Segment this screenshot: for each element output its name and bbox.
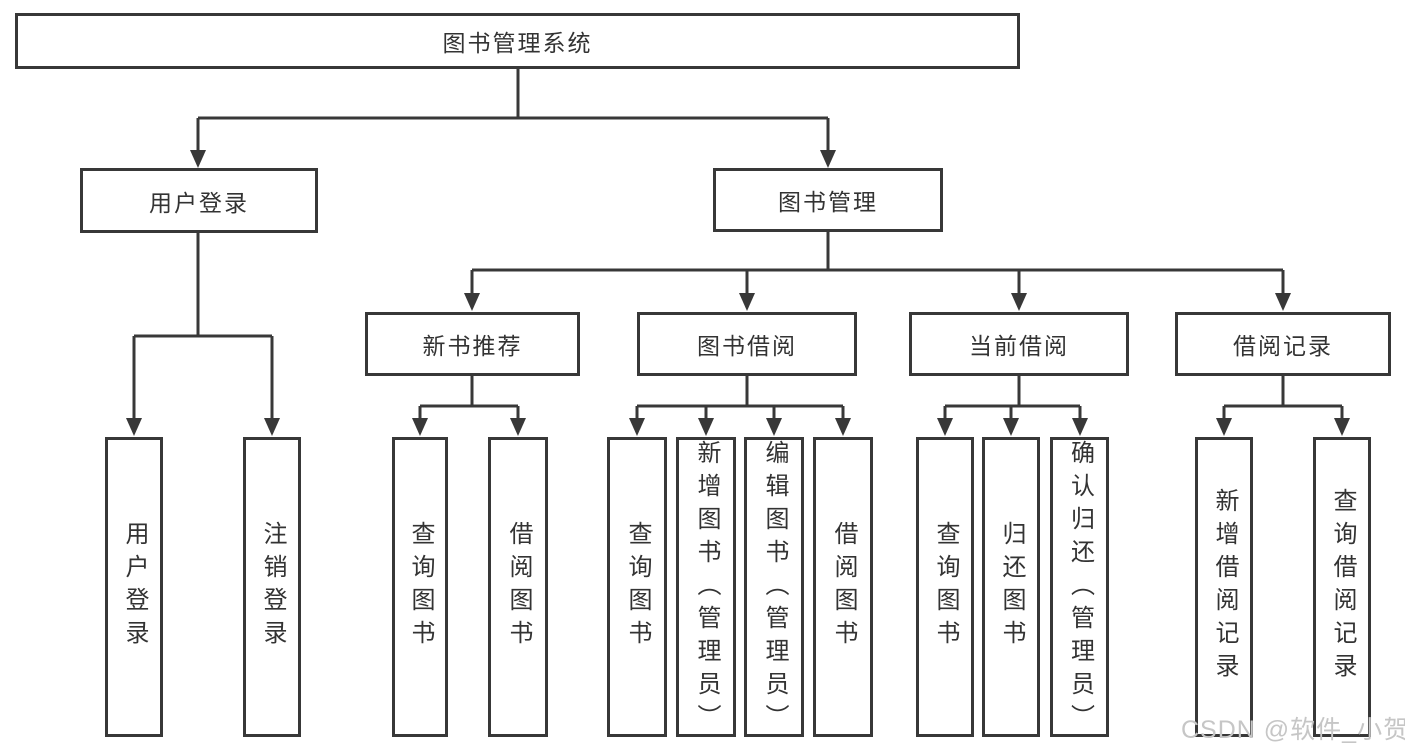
node-user-login: 用户登录 [80, 168, 318, 233]
node-book-management: 图书管理 [713, 168, 943, 232]
node-current-borrowing: 当前借阅 [909, 312, 1129, 376]
connector-root [196, 69, 830, 151]
node-label: 借阅图书 [830, 521, 857, 653]
node-add-borrow-record: 新增借阅记录 [1195, 437, 1253, 737]
connector-borrow-records [1222, 376, 1344, 419]
node-label: 归还图书 [998, 521, 1025, 653]
connector-user-login [132, 233, 274, 419]
node-query-borrow-record: 查询借阅记录 [1313, 437, 1371, 737]
node-label: 查询图书 [932, 521, 959, 653]
node-edit-book-admin: 编辑图书（管理员） [744, 437, 804, 737]
node-query-books-borrowing: 查询图书 [607, 437, 667, 737]
node-add-book-admin: 新增图书（管理员） [676, 437, 736, 737]
node-borrow-books-recommend: 借阅图书 [488, 437, 548, 737]
node-label: 借阅图书 [505, 521, 532, 653]
node-user-login-action: 用户登录 [105, 437, 163, 737]
node-label: 确认归还（管理员） [1066, 440, 1094, 737]
node-borrow-records: 借阅记录 [1175, 312, 1391, 376]
node-borrow-books-borrowing: 借阅图书 [813, 437, 873, 737]
connector-current-borrowing [943, 376, 1082, 419]
node-query-books-current: 查询图书 [916, 437, 974, 737]
node-label: 新增借阅记录 [1211, 488, 1238, 686]
node-return-book: 归还图书 [982, 437, 1040, 737]
node-book-borrowing: 图书借阅 [637, 312, 857, 376]
csdn-watermark: CSDN @软件_小贺同学 [1181, 716, 1405, 744]
node-label: 新增图书（管理员） [693, 440, 720, 737]
node-new-book-recommend: 新书推荐 [365, 312, 580, 376]
connector-new-book-recommend [418, 376, 520, 419]
node-library-system: 图书管理系统 [15, 13, 1020, 69]
connector-book-management [470, 232, 1285, 294]
node-logout-action: 注销登录 [243, 437, 301, 737]
node-label: 查询借阅记录 [1329, 488, 1356, 686]
node-confirm-return-admin: 确认归还（管理员） [1050, 437, 1109, 737]
node-label: 用户登录 [121, 521, 148, 653]
connector-book-borrowing [635, 376, 845, 419]
node-query-books-recommend: 查询图书 [392, 437, 448, 737]
arrowhead-icons [126, 150, 1350, 436]
node-label: 编辑图书（管理员） [761, 440, 788, 737]
node-label: 查询图书 [407, 521, 434, 653]
node-label: 查询图书 [624, 521, 651, 653]
node-label: 注销登录 [259, 521, 286, 653]
